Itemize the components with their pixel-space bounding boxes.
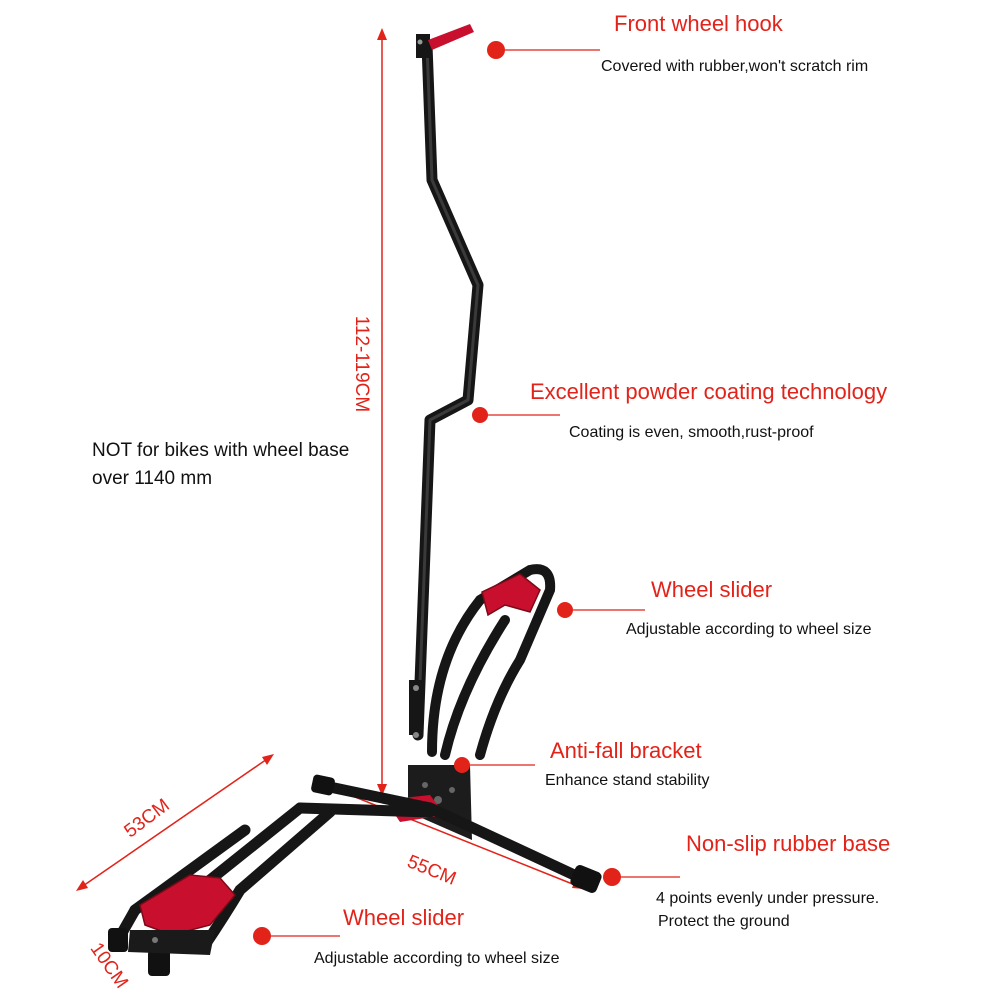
wheelbase-note-line-1: NOT for bikes with wheel base: [92, 440, 350, 461]
wheelbase-note-line-2: over 1140 mm: [92, 468, 213, 489]
wheelbase-note: NOT for bikes with wheel base over 1140 …: [92, 437, 349, 493]
callout-front-wheel-hook-desc: Covered with rubber,won't scratch rim: [601, 58, 869, 75]
callout-rubber-base-desc: 4 points evenly under pressure.: [656, 890, 880, 907]
depth-dimension-line: [76, 754, 274, 891]
callout-connectors: [253, 41, 680, 945]
upper-wheel-slider: [481, 573, 541, 617]
callout-front-wheel-hook-title: Front wheel hook: [614, 11, 783, 36]
callout-wheel-slider-lower-desc: Adjustable according to wheel size: [314, 950, 560, 967]
front-wheel-hook: [416, 24, 474, 58]
anti-fall-bracket: [427, 564, 556, 760]
rubber-feet: [108, 774, 602, 976]
callout-wheel-slider-lower-title: Wheel slider: [343, 905, 465, 930]
height-dimension-label: 112-119CM: [351, 315, 373, 413]
callout-powder-coating-desc: Coating is even, smooth,rust-proof: [569, 424, 814, 441]
callout-rubber-base-desc-2: Protect the ground: [658, 913, 790, 930]
main-pole: [409, 39, 484, 741]
lower-wheel-slider: [128, 874, 236, 955]
callout-anti-fall-bracket-desc: Enhance stand stability: [545, 772, 710, 789]
callout-wheel-slider-upper-desc: Adjustable according to wheel size: [626, 621, 872, 638]
callout-wheel-slider-upper-title: Wheel slider: [651, 577, 773, 602]
callout-powder-coating-title: Excellent powder coating technology: [530, 379, 888, 404]
height-dimension-line: [377, 28, 387, 796]
callout-anti-fall-bracket-title: Anti-fall bracket: [550, 738, 702, 763]
callout-rubber-base-title: Non-slip rubber base: [686, 831, 891, 856]
